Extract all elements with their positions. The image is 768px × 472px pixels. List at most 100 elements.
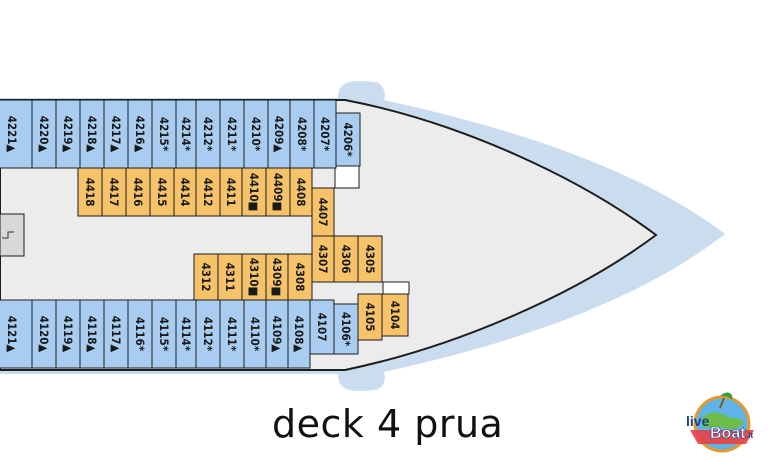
cabin-port: 4214* xyxy=(175,99,197,169)
cabin-cell xyxy=(103,99,129,169)
cabin-number: 4119▲ xyxy=(61,316,75,353)
cabin-number: 4114* xyxy=(179,317,193,352)
cabin-number: 4212* xyxy=(201,117,215,152)
cabin-number: 4415 xyxy=(155,178,169,207)
cabin-inner-top: 4414 xyxy=(173,167,197,217)
cabin-cell xyxy=(0,299,33,369)
cabin-inner-bottom: 4306 xyxy=(333,235,359,283)
cabin-starboard: 4117▲ xyxy=(103,299,129,369)
cabin-number: 4104 xyxy=(388,301,402,330)
cabin-number: 4308 xyxy=(293,263,307,292)
stair-block xyxy=(0,213,25,257)
cabin-number: 4109▲ xyxy=(270,316,284,353)
cabin-port: 4208* xyxy=(289,99,315,169)
cabin-port: 4206* xyxy=(335,112,361,167)
cabin-number: 4310■ xyxy=(247,258,261,297)
cabin-port: 4219▲ xyxy=(55,99,81,169)
cabin-number: 4110* xyxy=(248,317,262,352)
deck-caption: deck 4 prua xyxy=(272,402,504,446)
cabin-starboard: 4112* xyxy=(195,299,221,369)
cabin-inner-top: 4417 xyxy=(101,167,127,217)
cabin-cell xyxy=(195,99,221,169)
cabin-number: 4111* xyxy=(225,317,239,352)
cabin-number: 4410■ xyxy=(247,173,261,212)
cabin-number: 4215* xyxy=(157,117,171,152)
liveboat-logo-icon: live Boat .it xyxy=(686,392,754,453)
cabin-starboard: 4119▲ xyxy=(55,299,81,369)
cabin-number: 4115* xyxy=(157,317,171,352)
cabin-cell xyxy=(289,99,315,169)
cabin-cell xyxy=(333,235,359,283)
cabin-number: 4414 xyxy=(178,178,192,207)
cabin-cell xyxy=(151,99,177,169)
cabin-number: 4207* xyxy=(318,117,332,152)
cabin-number: 4206* xyxy=(341,122,355,157)
cabin-starboard: 4114* xyxy=(175,299,197,369)
cabin-port: 4212* xyxy=(195,99,221,169)
cabin-number: 4221▲ xyxy=(5,116,19,153)
cabin-number: 4106* xyxy=(339,312,353,347)
cabin-number: 4409■ xyxy=(271,173,285,212)
cabin-starboard: 4115* xyxy=(151,299,177,369)
cabin-number: 4112* xyxy=(201,317,215,352)
cabin-number: 4210* xyxy=(249,117,263,152)
cabin-cell xyxy=(79,299,105,369)
cabin-starboard: 4107 xyxy=(309,299,335,355)
cabin-starboard: 4121▲ xyxy=(0,299,33,369)
cabin-inner-bottom: 4310■ xyxy=(241,253,267,301)
cabin-number: 4220▲ xyxy=(37,116,51,153)
cabin-inner-top: 4409■ xyxy=(265,167,291,217)
cabin-number: 4218▲ xyxy=(85,116,99,153)
cabin-cell xyxy=(127,99,153,169)
cabin-number: 4305 xyxy=(363,245,377,274)
open-area-top xyxy=(334,165,360,189)
cabin-port: 4216▲ xyxy=(127,99,153,169)
cabin-starboard: 4110* xyxy=(243,299,267,369)
svg-text:live: live xyxy=(686,413,710,429)
cabin-cell xyxy=(309,299,335,355)
cabin-cell xyxy=(101,167,127,217)
cabin-number: 4118▲ xyxy=(85,316,99,353)
cabin-port: 4217▲ xyxy=(103,99,129,169)
cabin-cell xyxy=(287,253,313,301)
stair-icon xyxy=(2,231,14,239)
cabin-number: 4306 xyxy=(339,245,353,274)
cabin-number: 4418 xyxy=(83,178,97,207)
cabin-cell xyxy=(219,299,245,369)
cabin-number: 4120▲ xyxy=(37,316,51,353)
cabin-number: 4217▲ xyxy=(109,116,123,153)
cabin-cell xyxy=(31,299,57,369)
cabin-inner-bottom: 4309■ xyxy=(265,253,289,301)
cabin-cell xyxy=(195,299,221,369)
cabin-number: 4108▲ xyxy=(292,316,306,353)
cabin-number: 4121▲ xyxy=(5,316,19,353)
cabin-port: 4220▲ xyxy=(31,99,57,169)
cabin-number: 4214* xyxy=(179,117,193,152)
cabin-cell xyxy=(265,167,291,217)
cabin-number: 4307 xyxy=(316,245,330,274)
cabin-port: 4221▲ xyxy=(0,99,33,169)
cabin-inner-top: 4411 xyxy=(219,167,243,217)
cabin-starboard: 4118▲ xyxy=(79,299,105,369)
cabin-starboard: 4109▲ xyxy=(265,299,289,369)
cabin-number: 4107 xyxy=(315,313,329,342)
cabin-port: 4215* xyxy=(151,99,177,169)
cabin-inner-top: 4418 xyxy=(77,167,103,217)
cabin-cell xyxy=(0,99,33,169)
cabin-cell xyxy=(125,167,151,217)
cabin-inner-bottom: 4307 xyxy=(311,235,335,283)
cabin-starboard: 4111* xyxy=(219,299,245,369)
cabin-number: 4411 xyxy=(224,178,238,207)
cabin-starboard: 4120▲ xyxy=(31,299,57,369)
cabin-cell xyxy=(127,299,153,369)
cabin-starboard: 4104 xyxy=(381,293,409,337)
cabin-inner-top: 4416 xyxy=(125,167,151,217)
cabin-cell xyxy=(381,293,409,337)
cabins-layer: 4221▲ 4220▲ 4219▲ 4218▲ 4217▲ 4216▲ 4215* 4214*… xyxy=(0,99,409,369)
cabin-number: 4412 xyxy=(201,178,215,207)
cabin-port: 4210* xyxy=(243,99,269,169)
cabin-starboard: 4108▲ xyxy=(287,299,311,369)
cabin-starboard: 4116* xyxy=(127,299,153,369)
